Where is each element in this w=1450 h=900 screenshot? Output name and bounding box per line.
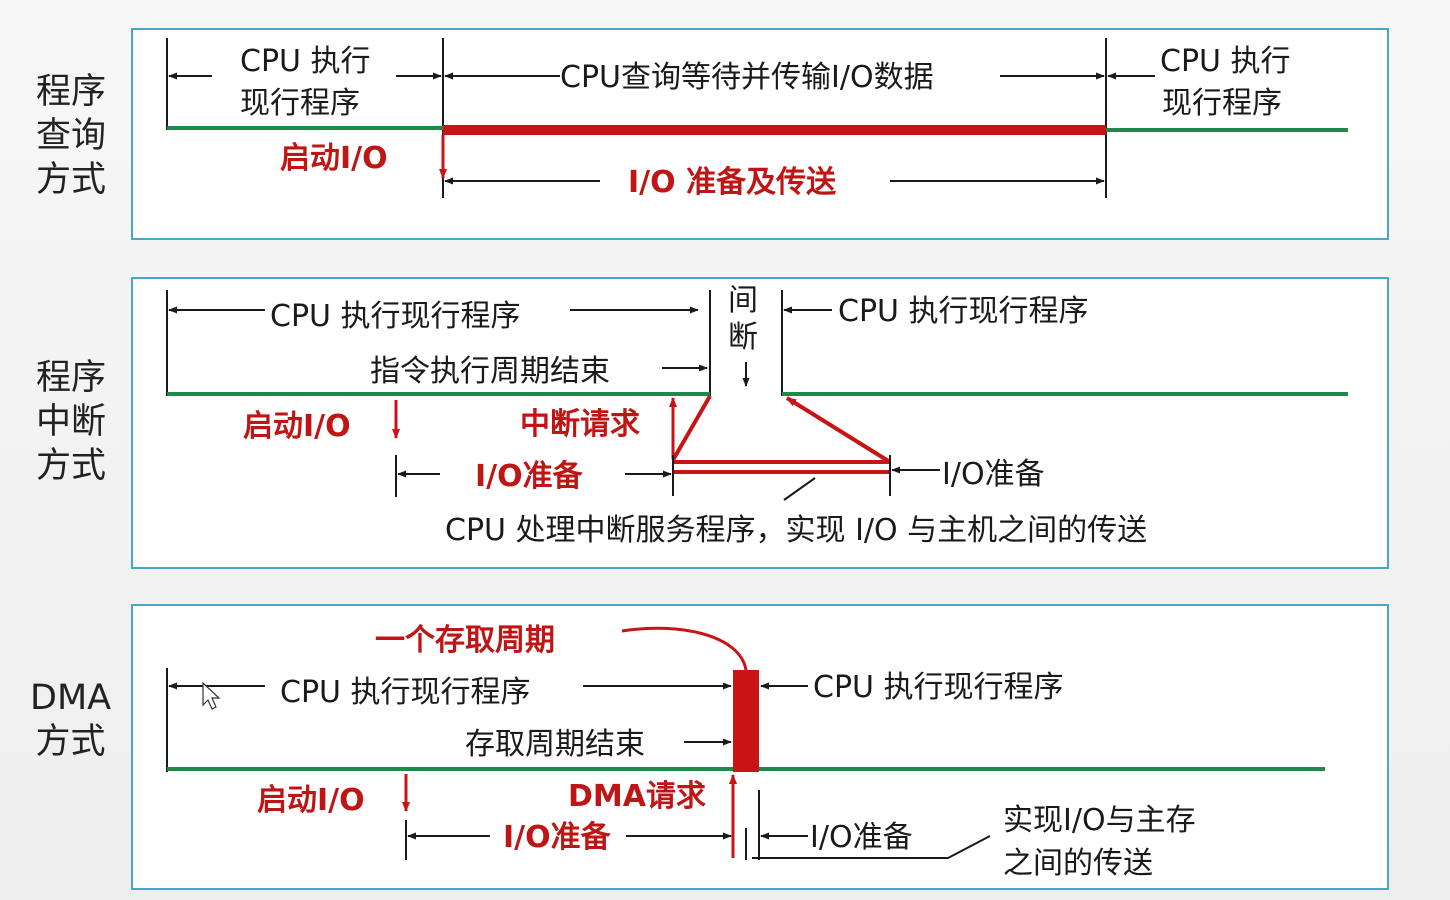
interrupt-gap-2: 断 [728, 320, 758, 355]
interrupt-start-io: 启动I/O [243, 409, 351, 444]
polling-cpu-exec-2a: CPU 执行 [1160, 44, 1291, 79]
dma-transfer-2: 之间的传送 [1003, 846, 1153, 881]
interrupt-instr-cycle-end: 指令执行周期结束 [370, 354, 610, 389]
interrupt-funnel-fill [673, 396, 890, 462]
interrupt-request: 中断请求 [520, 407, 640, 442]
polling-cpu-exec-2b: 现行程序 [1162, 86, 1282, 121]
dma-mode-label: DMA 方式 [30, 678, 112, 762]
polling-cpu-query: CPU查询等待并传输I/O数据 [560, 60, 934, 95]
dma-cpu-exec-2: CPU 执行现行程序 [813, 670, 1064, 705]
mouse-cursor-icon [202, 681, 221, 710]
dma-start-io: 启动I/O [257, 783, 365, 818]
dma-cycle-block [733, 670, 759, 772]
interrupt-cpu-exec-1: CPU 执行现行程序 [270, 299, 521, 334]
polling-start-io: 启动I/O [280, 141, 388, 176]
dma-one-cycle-pointer [621, 626, 748, 671]
interrupt-io-prep-red: I/O准备 [475, 459, 584, 494]
interrupt-gap-1: 间 [728, 283, 758, 318]
dma-one-cycle: 一个存取周期 [375, 623, 555, 658]
polling-diagram: CPU 执行 现行程序 CPU查询等待并传输I/O数据 CPU 执行 现行程序 … [166, 38, 1348, 200]
dma-cycle-end: 存取周期结束 [465, 727, 645, 762]
interrupt-diagram: CPU 执行现行程序 指令执行周期结束 间 断 CPU 执行现行程序 启动I/O… [166, 283, 1348, 548]
dma-io-prep-black: I/O准备 [810, 820, 913, 855]
interrupt-funnel-left [671, 394, 712, 462]
interrupt-service-pointer [783, 477, 816, 501]
dma-cpu-exec-1: CPU 执行现行程序 [280, 675, 531, 710]
polling-cpu-exec-1a: CPU 执行 [240, 44, 371, 79]
interrupt-cpu-service: CPU 处理中断服务程序，实现 I/O 与主机之间的传送 [445, 513, 1147, 548]
interrupt-cpu-exec-2: CPU 执行现行程序 [838, 294, 1089, 329]
interrupt-io-prep-black: I/O准备 [942, 457, 1045, 492]
dma-io-prep-red: I/O准备 [503, 820, 612, 855]
dma-diagram: 一个存取周期 CPU 执行现行程序 存取周期结束 CPU 执行现行程序 启动I/… [166, 623, 1325, 881]
dma-transfer-1: 实现I/O与主存 [1003, 803, 1196, 838]
dma-request: DMA请求 [568, 779, 706, 814]
polling-io-prep-transfer: I/O 准备及传送 [628, 165, 836, 200]
interrupt-funnel-right [785, 396, 892, 464]
polling-mode-label: 程序 查询 方式 [36, 72, 107, 200]
polling-cpu-exec-1b: 现行程序 [240, 86, 360, 121]
dma-transfer-pointer [752, 835, 991, 859]
interrupt-mode-label: 程序 中断 方式 [36, 358, 107, 486]
